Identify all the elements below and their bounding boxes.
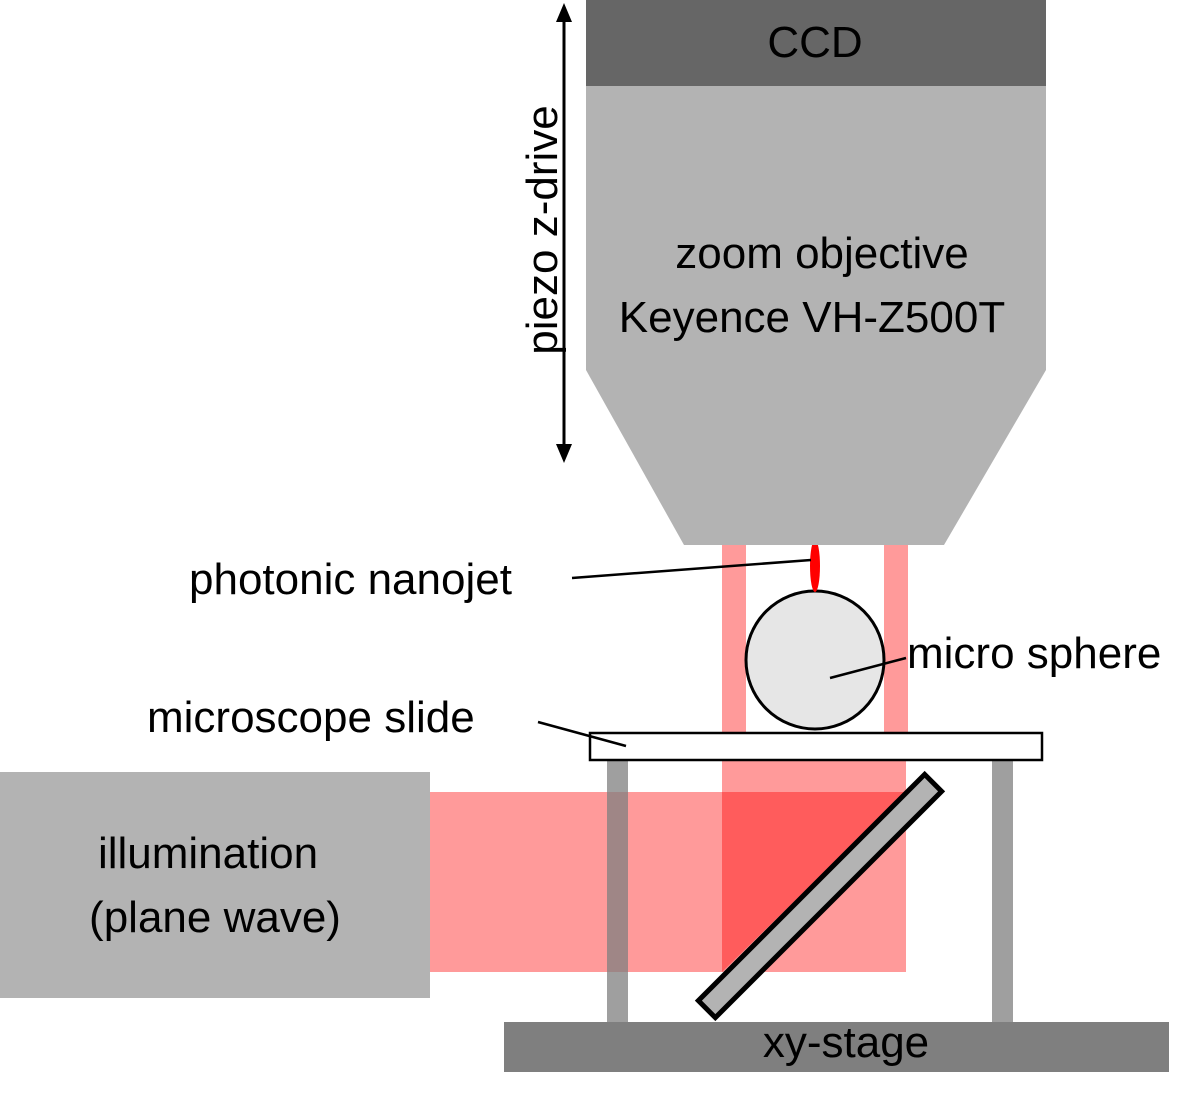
sphere-leader-line [829, 656, 907, 680]
xy-stage-label: xy-stage [763, 1018, 929, 1067]
illumination-label-line2: (plane wave) [89, 893, 341, 942]
piezo-arrow-head-down [556, 444, 572, 463]
nanojet-label: photonic nanojet [189, 555, 512, 604]
photonic-nanojet [810, 540, 820, 592]
piezo-label: piezo z-drive [518, 105, 567, 354]
micro-sphere [744, 589, 886, 731]
slide-label: microscope slide [147, 693, 475, 742]
nanojet-leader-line [571, 558, 812, 580]
microscope-slide [588, 731, 1044, 762]
stage-leg-left [607, 760, 628, 1022]
vertical-beam-lower [722, 760, 906, 792]
ccd-label: CCD [767, 18, 862, 67]
xy-stage [504, 1022, 1169, 1072]
ccd-camera [586, 0, 1046, 86]
piezo-arrow-head-up [556, 3, 572, 22]
objective-label-line2: Keyence VH-Z500T [619, 293, 1005, 342]
illumination-label-line1: illumination [98, 829, 318, 878]
illumination-box [0, 772, 430, 998]
sphere-label: micro sphere [907, 629, 1161, 678]
mirror [694, 770, 946, 1022]
zoom-objective [586, 86, 1046, 545]
objective-label-line1: zoom objective [675, 229, 968, 278]
slide-leader-line [537, 720, 627, 748]
vertical-beam-left [722, 545, 746, 738]
vertical-beam-right [884, 545, 908, 738]
stage-leg-right [992, 760, 1013, 1022]
